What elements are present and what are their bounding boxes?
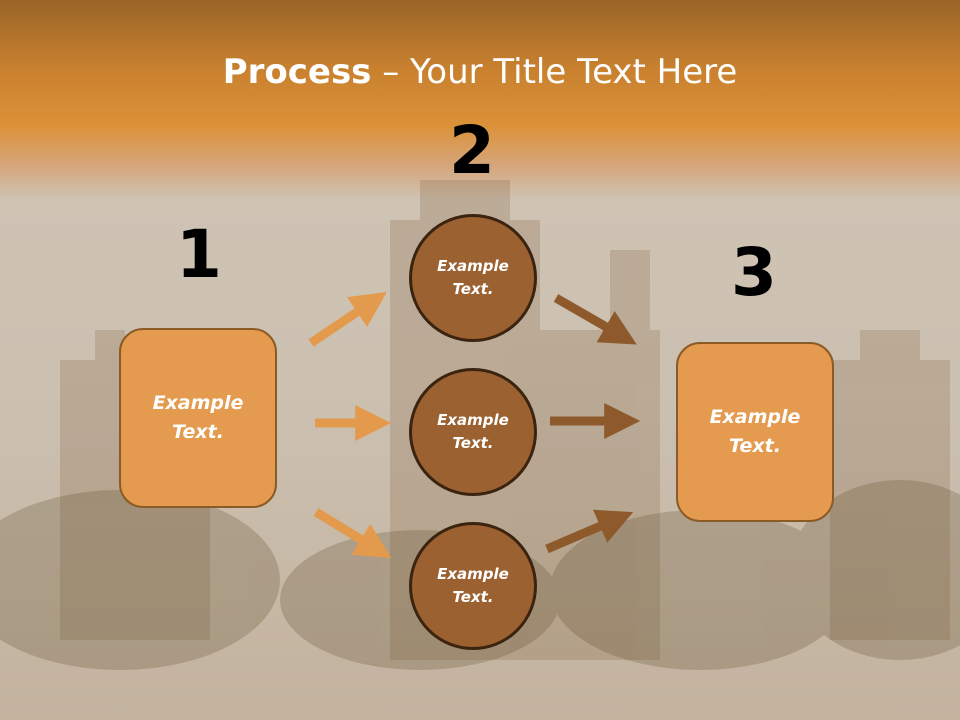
title-rest: – Your Title Text Here	[371, 52, 738, 92]
step-2-circle-bottom-text: Example Text.	[437, 565, 509, 606]
step-1-text: Example Text.	[152, 392, 244, 443]
step-number-3: 3	[731, 234, 777, 311]
slide-title: Process – Your Title Text Here	[0, 52, 960, 92]
step-2-circle-middle: Example Text.	[409, 368, 537, 496]
step-number-2: 2	[449, 112, 495, 189]
title-bold: Process	[222, 52, 372, 92]
arrow-1-to-2a	[308, 291, 387, 347]
step-number-1: 1	[176, 216, 222, 293]
arrow-2c-to-3	[545, 509, 634, 554]
arrow-1-to-2c	[313, 508, 392, 559]
arrow-2a-to-3	[553, 294, 637, 345]
step-2-circle-top-text: Example Text.	[437, 257, 509, 298]
step-3-box: Example Text.	[676, 342, 834, 522]
step-2-circle-middle-text: Example Text.	[437, 411, 509, 452]
step-1-box: Example Text.	[119, 328, 277, 508]
step-3-text: Example Text.	[709, 406, 801, 457]
step-2-circle-bottom: Example Text.	[409, 522, 537, 650]
step-2-circle-top: Example Text.	[409, 214, 537, 342]
